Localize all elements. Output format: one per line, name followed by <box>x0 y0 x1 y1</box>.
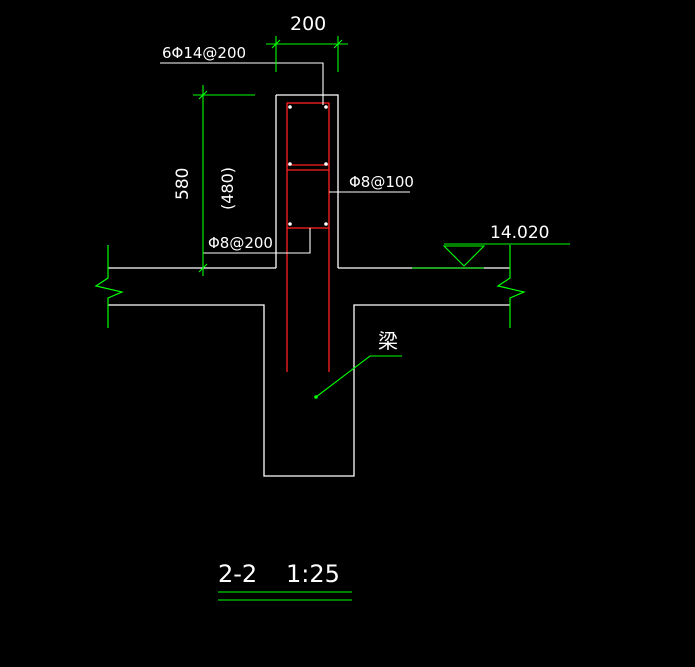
section-id: 2-2 <box>218 560 257 588</box>
beam-outline <box>108 304 510 477</box>
break-lines <box>94 245 526 328</box>
dim-width-tick-right <box>333 39 343 49</box>
dim-height-tick-top <box>198 90 208 100</box>
beam-leader-dot <box>314 395 318 399</box>
bar-dot <box>324 222 328 226</box>
dim-width-label: 200 <box>290 13 326 35</box>
leaders <box>160 62 410 254</box>
concrete-outline <box>108 94 510 477</box>
main-bar-leader <box>160 62 324 105</box>
dimension-lines <box>193 36 570 601</box>
elevation-triangle <box>442 245 486 267</box>
dim-inner-height-label: (480) <box>218 167 237 210</box>
bar-dot <box>324 105 328 109</box>
break-line-left <box>94 245 124 328</box>
dim-height-label: 580 <box>173 168 193 200</box>
elevation-label: 14.020 <box>490 223 549 243</box>
upstand-outline <box>275 94 339 268</box>
stirrup-label: Φ8@100 <box>349 173 414 191</box>
beam-leader <box>315 355 402 398</box>
break-line-right <box>496 245 526 328</box>
section-scale: 1:25 <box>286 560 340 588</box>
dim-height-tick-bottom <box>198 263 208 273</box>
bar-dot <box>288 162 292 166</box>
distribution-label: Φ8@200 <box>208 234 273 252</box>
rebar-group <box>286 102 330 372</box>
bar-dot <box>288 222 292 226</box>
beam-label: 梁 <box>378 329 398 353</box>
bar-dot <box>288 105 292 109</box>
main-bar-label: 6Φ14@200 <box>162 44 246 62</box>
dim-width-tick-left <box>271 39 281 49</box>
rebar-dots <box>288 105 328 226</box>
distribution-leader <box>203 228 311 254</box>
bar-dot <box>324 162 328 166</box>
